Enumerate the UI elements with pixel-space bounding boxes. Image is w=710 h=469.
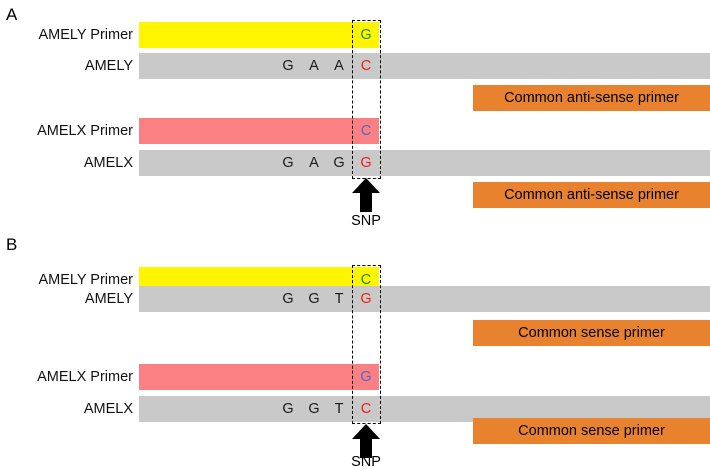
snp-label-a: SNP [351,213,381,229]
nt-amelx-b-1: G [308,401,320,417]
row-label-amelx-a: AMELX [83,155,133,171]
nt-amelx-b-2: T [334,401,344,417]
snp-nt-amelx-primer-b: G [360,369,372,385]
nt-amelx-a-0: G [282,155,294,171]
snp-nt-amely-primer-a: G [360,27,372,43]
row-label-amelx-b: AMELX [83,401,133,417]
row-label-amely-primer-b: AMELY Primer [38,272,133,288]
nt-amelx-a-1: A [309,155,319,171]
bar-amelx-template-b [139,396,710,422]
bar-amely-template-a [139,53,710,79]
nt-amely-b-0: G [282,291,294,307]
snp-arrow-a [351,178,381,212]
bar-amelx-primer-b [139,364,379,390]
row-label-amely-a: AMELY [84,58,133,74]
row-label-amely-primer-a: AMELY Primer [38,27,133,43]
nt-amely-b-2: T [334,291,344,307]
common-primer-label-b-bottom: Common sense primer [518,422,665,439]
snp-nt-amely-b: G [360,291,372,307]
snp-label-b: SNP [351,454,381,469]
bar-amely-template-b [139,286,710,312]
snp-nt-amely-a: C [360,58,372,74]
bar-common-primer-a-top: Common anti-sense primer [473,85,710,111]
bar-amelx-primer-a [139,118,379,144]
bar-common-primer-a-bottom: Common anti-sense primer [473,182,710,208]
common-primer-label-b-top: Common sense primer [518,324,665,341]
snp-nt-amelx-a: G [360,155,372,171]
bar-common-primer-b-bottom: Common sense primer [473,418,710,444]
snp-arrow-b [351,424,381,458]
row-label-amelx-primer-a: AMELX Primer [37,123,133,139]
nt-amely-a-1: A [309,58,319,74]
nt-amely-a-2: A [334,58,344,74]
panel-letter-b: B [6,235,18,254]
common-primer-label-a-bottom: Common anti-sense primer [504,186,679,203]
row-label-amely-b: AMELY [84,291,133,307]
nt-amely-b-1: G [308,291,320,307]
bar-amely-primer-a [139,22,379,48]
bar-common-primer-b-top: Common sense primer [473,320,710,346]
snp-nt-amely-primer-b: C [360,272,372,288]
common-primer-label-a-top: Common anti-sense primer [504,89,679,106]
nt-amely-a-0: G [282,58,294,74]
nt-amelx-a-2: G [333,155,345,171]
nt-amelx-b-0: G [282,401,294,417]
panel-letter-a: A [6,5,18,24]
snp-nt-amelx-primer-a: C [360,123,372,139]
snp-nt-amelx-b: C [360,401,372,417]
bar-amelx-template-a [139,150,710,176]
row-label-amelx-primer-b: AMELX Primer [37,369,133,385]
